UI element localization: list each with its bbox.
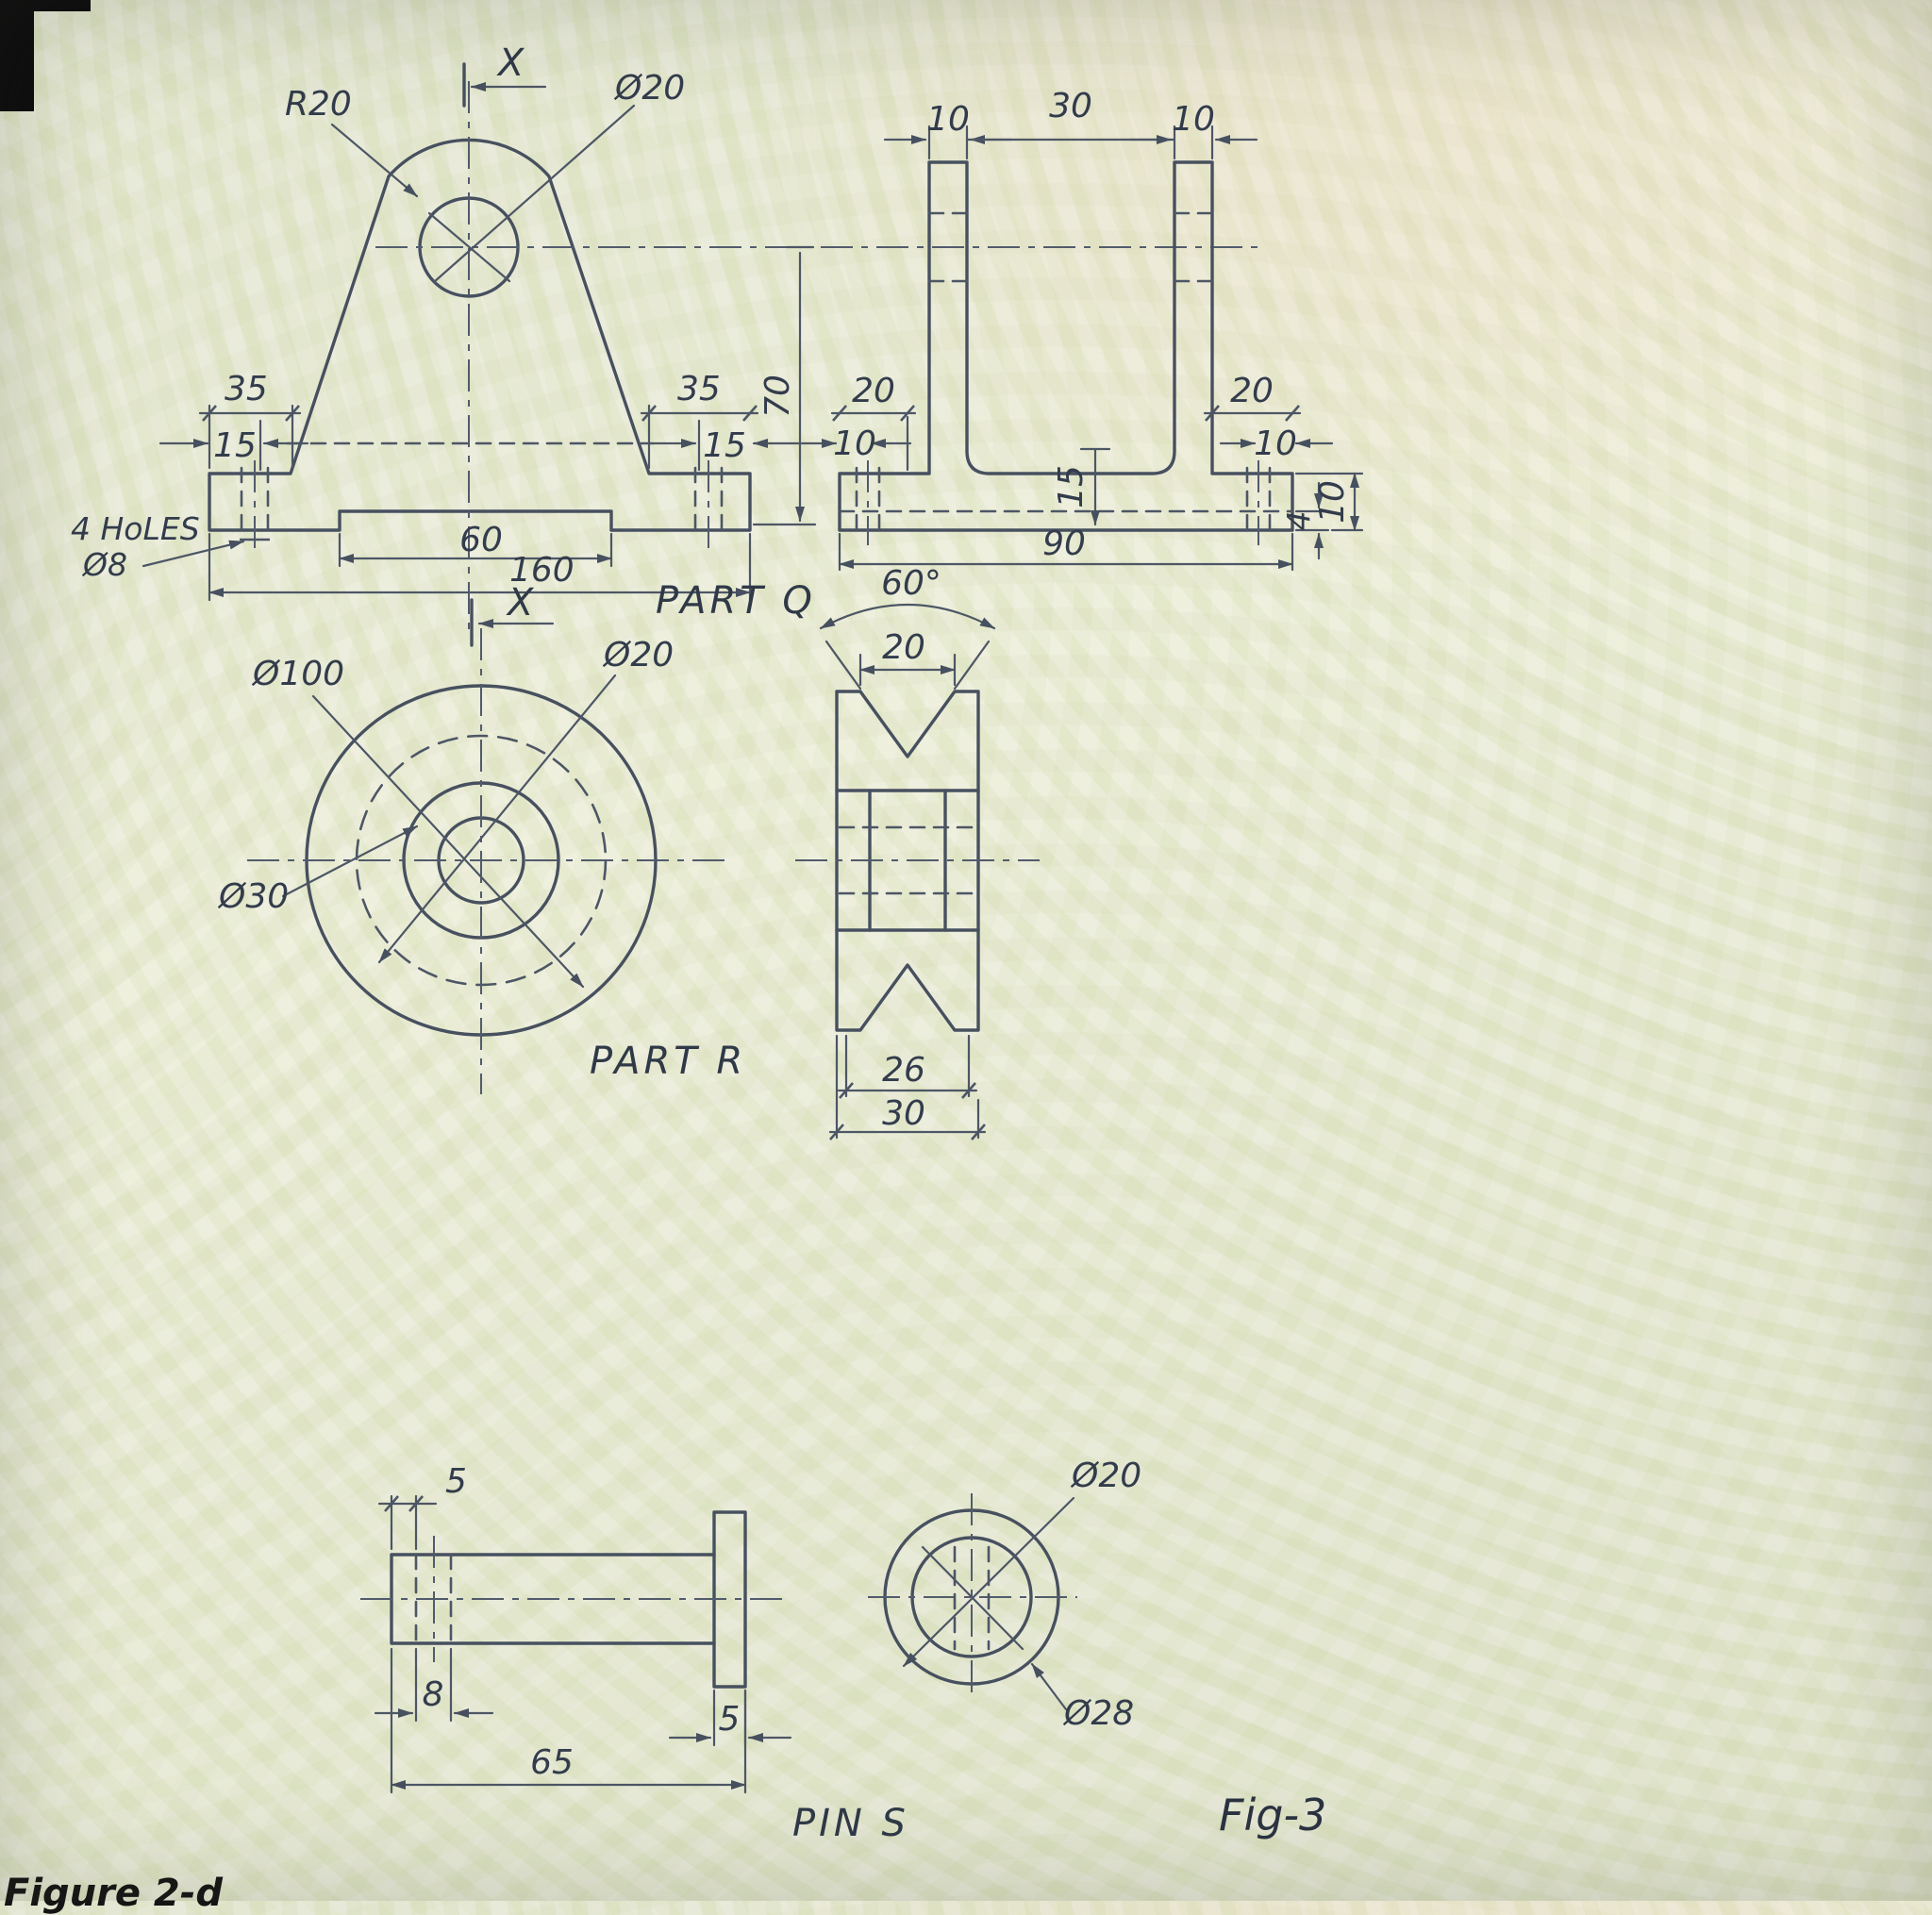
r-dia-bore-label: Ø20 — [602, 636, 674, 674]
pin-end-centerlines — [868, 1493, 1077, 1700]
pin-dim-8-hole: 8 — [423, 1675, 444, 1714]
q-front-dim-60: 60 — [459, 521, 503, 559]
q-front-holes-note-2: Ø8 — [81, 546, 127, 583]
r-front-centerlines — [247, 628, 728, 1094]
clipped-bottom-caption: Figure 2-d — [4, 1872, 223, 1915]
q-side-dim-10-base: 10 — [1313, 480, 1352, 524]
pin-dim-5-chamfer: 5 — [445, 1462, 467, 1501]
part-q-title: PART Q — [656, 579, 816, 623]
q-front-section-marks — [462, 62, 555, 647]
q-front-dim-70: 70 — [758, 375, 797, 418]
q-front-centerlines — [254, 81, 1264, 630]
q-side-hidden-lines — [838, 211, 1294, 532]
pin-s-end-view: Ø20 Ø28 — [868, 1457, 1141, 1733]
pin-side-dimensions — [374, 1494, 792, 1794]
part-q-front-view: R20 Ø20 X X 35 15 35 15 70 60 160 4 HoLE… — [71, 42, 1264, 647]
q-front-dim-35-right: 35 — [677, 370, 721, 408]
pin-s-title: PIN S — [792, 1802, 909, 1845]
pin-end-leaders — [902, 1496, 1075, 1711]
q-side-dim-15-inner: 15 — [1052, 465, 1091, 508]
r-section-angle-label: 60° — [881, 564, 941, 603]
pin-head-outline — [712, 1510, 747, 1689]
q-front-outline — [208, 138, 752, 532]
q-front-dim-15-right: 15 — [703, 426, 746, 465]
q-side-dim-20-left: 20 — [852, 372, 895, 410]
q-front-section-top-label: X — [496, 42, 527, 85]
pin-dim-5-head: 5 — [719, 1700, 741, 1739]
q-side-dim-20-right: 20 — [1230, 372, 1274, 410]
pin-hole-hidden — [414, 1553, 453, 1645]
part-r-front-view: Ø100 Ø20 Ø30 PART R — [217, 628, 746, 1094]
q-front-hole-dia-label: Ø20 — [613, 69, 685, 108]
figure-caption: Fig-3 — [1219, 1790, 1326, 1840]
q-side-dimensions — [800, 125, 1364, 572]
q-front-hidden-lines — [240, 441, 724, 532]
photo-edge-artifact-left — [0, 0, 34, 111]
pin-end-hole-hidden — [953, 1545, 991, 1651]
r-front-leaders — [281, 674, 617, 989]
q-side-dim-4-step: 4 — [1280, 511, 1317, 531]
r-dia-hub-label: Ø30 — [217, 877, 289, 916]
q-side-dim-10-left: 10 — [833, 425, 876, 463]
q-front-dim-160: 160 — [509, 551, 575, 590]
pin-dia-head-label: Ø28 — [1062, 1694, 1134, 1733]
q-side-dim-10-top-left: 10 — [926, 100, 970, 139]
q-side-dim-10-right: 10 — [1254, 425, 1297, 463]
r-dia-outer-label: Ø100 — [251, 655, 344, 693]
r-section-bore-hidden — [838, 825, 977, 895]
pin-centerlines — [360, 1536, 791, 1662]
q-front-dim-35-left: 35 — [225, 370, 268, 408]
q-front-dimensions — [158, 245, 817, 602]
q-front-radius-label: R20 — [285, 85, 352, 124]
q-side-dim-10-top-right: 10 — [1172, 100, 1215, 139]
r-section-dim-30: 30 — [882, 1094, 925, 1133]
r-section-dim-20: 20 — [882, 628, 925, 667]
part-q-side-view: 10 30 10 20 10 15 20 10 4 10 90 — [800, 87, 1364, 572]
q-side-dim-30-top: 30 — [1049, 87, 1092, 125]
q-side-dim-90: 90 — [1042, 525, 1086, 563]
r-section-dimensions — [819, 604, 996, 1141]
q-side-outline — [838, 160, 1294, 532]
pin-dim-65-length: 65 — [530, 1743, 574, 1782]
r-section-outline — [835, 690, 980, 1032]
q-front-holes-note-1: 4 HoLES — [71, 510, 200, 547]
part-r-section-view: 60° 20 26 30 — [795, 564, 1040, 1141]
pin-dia-shank-label: Ø20 — [1070, 1457, 1141, 1495]
q-front-dim-15-left: 15 — [213, 426, 257, 465]
r-section-hub-lines — [835, 789, 980, 932]
q-front-leaders — [142, 104, 636, 568]
q-side-centerlines — [867, 460, 1259, 545]
photo-edge-artifact-top — [0, 0, 91, 11]
r-section-dim-26: 26 — [882, 1051, 925, 1090]
q-front-section-bottom-label: X — [506, 581, 537, 624]
pin-s-side-view: 5 8 65 5 — [360, 1462, 792, 1794]
part-r-title: PART R — [590, 1040, 746, 1083]
